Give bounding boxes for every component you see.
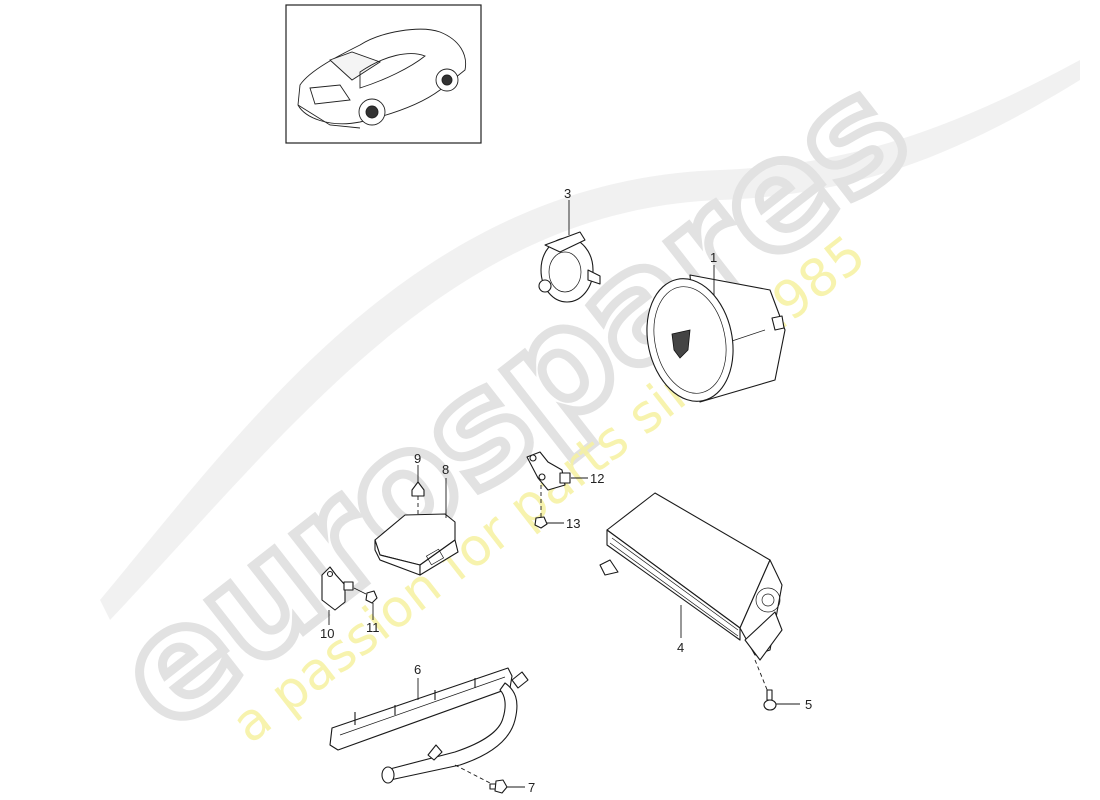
- part-3-clock-spring[interactable]: [538, 231, 601, 303]
- watermark-swoosh: [100, 60, 1080, 620]
- crest-icon: [671, 329, 691, 359]
- vehicle-thumbnail[interactable]: [285, 4, 482, 144]
- callout-12[interactable]: 12: [590, 471, 604, 486]
- part-13-nut[interactable]: [534, 516, 548, 529]
- callout-9[interactable]: 9: [414, 451, 421, 466]
- callout-13[interactable]: 13: [566, 516, 580, 531]
- callout-4[interactable]: 4: [677, 640, 684, 655]
- callout-7[interactable]: 7: [528, 780, 535, 795]
- part-12-crash-sensor[interactable]: [526, 451, 571, 491]
- callout-3[interactable]: 3: [564, 186, 571, 201]
- callout-1[interactable]: 1: [710, 250, 717, 265]
- watermark: eurospares a passion for parts since 198…: [81, 38, 1080, 768]
- watermark-brand: eurospares: [85, 42, 939, 763]
- callout-5[interactable]: 5: [805, 697, 812, 712]
- callout-11[interactable]: 11: [366, 620, 380, 635]
- part-7-screw[interactable]: [489, 779, 508, 794]
- part-11-nut[interactable]: [365, 590, 378, 604]
- part-6-curtain-airbag[interactable]: [329, 667, 529, 784]
- part-5-screw[interactable]: [763, 689, 777, 711]
- car-icon: [297, 28, 467, 129]
- part-10-crash-sensor[interactable]: [321, 566, 354, 611]
- callout-6[interactable]: 6: [414, 662, 421, 677]
- callout-10[interactable]: 10: [320, 626, 334, 641]
- callout-8[interactable]: 8: [442, 462, 449, 477]
- part-4-passenger-airbag[interactable]: [599, 492, 783, 661]
- part-8-airbag-control-unit[interactable]: [374, 513, 459, 576]
- part-9-nut[interactable]: [411, 481, 425, 497]
- part-1-driver-airbag[interactable]: [636, 271, 786, 410]
